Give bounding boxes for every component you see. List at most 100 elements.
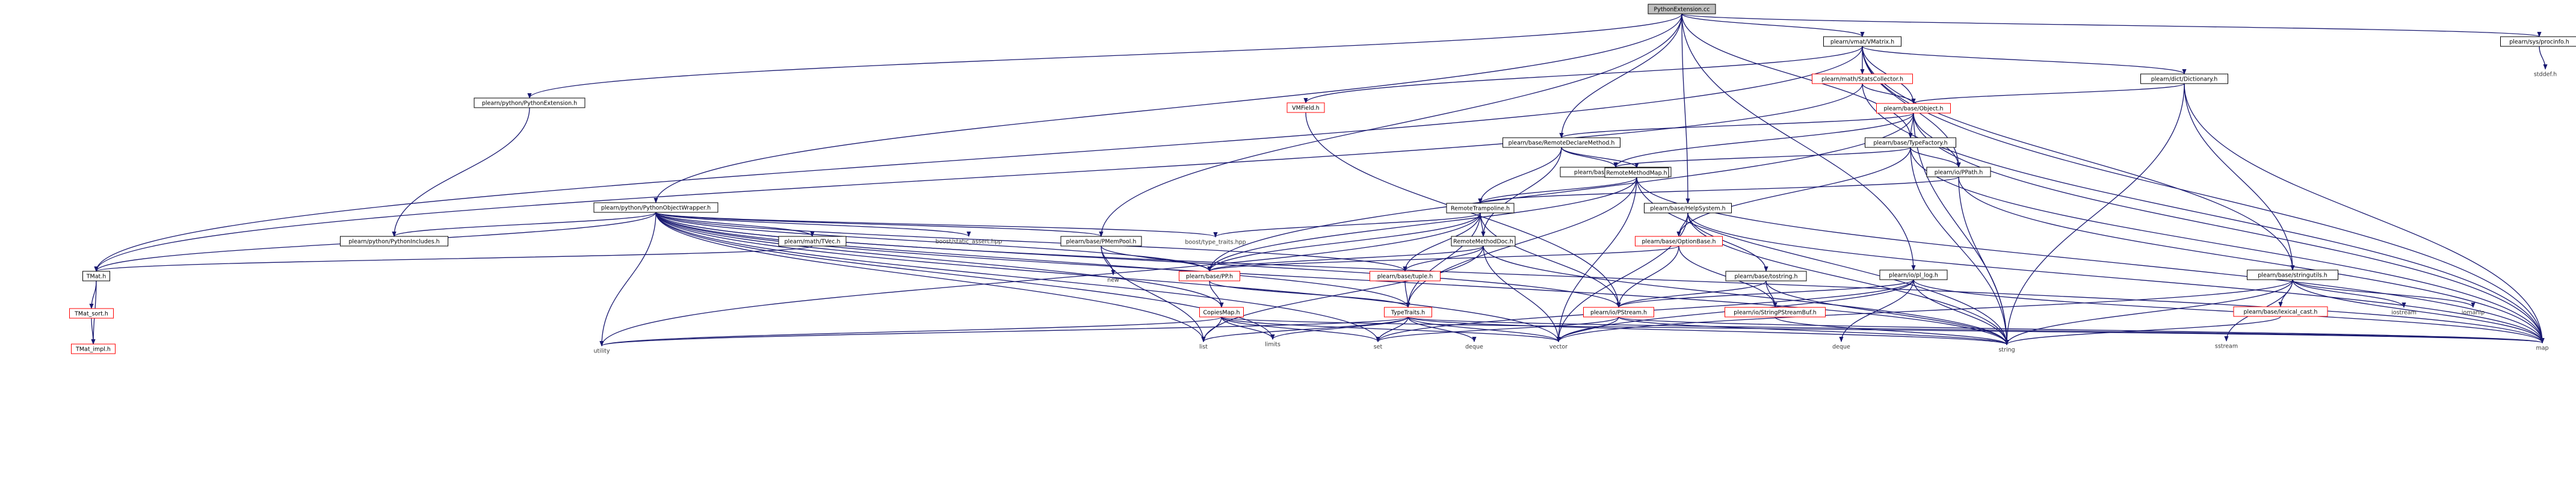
node-box xyxy=(1648,4,1716,14)
edge-root-to-pow xyxy=(653,13,1682,203)
node-box xyxy=(1926,167,1991,177)
node-box xyxy=(1451,236,1516,247)
node-typefactory[interactable]: plearn/base/TypeFactory.h xyxy=(1865,137,1956,148)
node-label: plearn/base/PP.h xyxy=(1186,273,1233,280)
edge-pow-to-tvec xyxy=(655,212,815,237)
node-copiesmap[interactable]: CopiesMap.h xyxy=(1199,307,1244,318)
edge-rmm-to-rtramp xyxy=(1478,177,1637,204)
node-label: TMat.h xyxy=(86,273,107,280)
edge-ppath-to-rtramp xyxy=(1478,176,1959,204)
node-optbase[interactable]: plearn/base/OptionBase.h xyxy=(1635,236,1723,247)
edge-statscol-to-map xyxy=(1862,83,2545,343)
edge-pow-to-vector xyxy=(655,212,1561,342)
node-ppath[interactable]: plearn/io/PPath.h xyxy=(1926,167,1991,177)
edge-pow-to-utility xyxy=(599,212,656,346)
node-label: boost/type_traits.hpp xyxy=(1185,239,1246,245)
node-label: plearn/io/PStream.h xyxy=(1590,309,1647,316)
edge-help-to-tostring xyxy=(1687,212,1768,272)
edge-stringutil-to-string xyxy=(2004,279,2293,345)
edge-stringutil-to-iostream xyxy=(2292,279,2406,308)
node-tmatsort[interactable]: TMat_sort.h xyxy=(69,308,114,319)
edge-copiesmap-to-utility xyxy=(599,316,1222,346)
node-rtramp[interactable]: RemoteTrampoline.h xyxy=(1446,203,1515,214)
edge-copiesmap-to-vector xyxy=(1221,316,1561,342)
edge-rmdoc-to-string xyxy=(1483,245,2009,345)
node-box xyxy=(1286,102,1325,113)
node-pyext[interactable]: plearn/python/PythonExtension.h xyxy=(474,97,585,108)
node-procinfo[interactable]: plearn/sys/procinfo.h xyxy=(2500,36,2576,47)
edge-pstrbuf-to-string xyxy=(1774,316,2009,345)
node-label: PythonExtension.cc xyxy=(1654,6,1710,13)
node-box xyxy=(778,236,847,247)
node-rmdoc[interactable]: RemoteMethodDoc.h xyxy=(1451,236,1516,247)
node-tmat[interactable]: TMat.h xyxy=(82,271,110,281)
edge-rmdoc-to-vector xyxy=(1483,245,1561,342)
edge-help-to-vector xyxy=(1556,212,1688,342)
node-box xyxy=(1446,203,1515,214)
edge-pllog-to-string xyxy=(1913,279,2009,345)
node-lexcast[interactable]: plearn/base/lexical_cast.h xyxy=(2233,306,2328,317)
node-tmatimpl[interactable]: TMat_impl.h xyxy=(71,343,116,354)
node-dict[interactable]: plearn/dict/Dictionary.h xyxy=(2140,73,2228,84)
edge-root-to-pllog xyxy=(1681,13,1916,271)
node-box xyxy=(1725,307,1826,318)
node-tvec[interactable]: plearn/math/TVec.h xyxy=(778,236,847,247)
node-label: string xyxy=(1998,346,2015,353)
edge-vmat-to-stringutil xyxy=(1862,46,2295,271)
node-label: plearn/base/HelpSystem.h xyxy=(1650,205,1725,212)
node-tuple[interactable]: plearn/base/tuple.h xyxy=(1370,271,1441,281)
node-vmfield[interactable]: VMField.h xyxy=(1286,102,1325,113)
node-box xyxy=(69,308,114,319)
edge-pow-to-pmempool xyxy=(655,212,1104,237)
node-utility: utility xyxy=(593,348,610,354)
node-vmat[interactable]: plearn/vmat/VMatrix.h xyxy=(1823,36,1901,47)
edge-root-to-vmat xyxy=(1681,13,1865,37)
edge-root-to-rdm xyxy=(1559,13,1682,138)
node-rdm[interactable]: plearn/base/RemoteDeclareMethod.h xyxy=(1503,137,1620,148)
node-limits: limits xyxy=(1265,341,1280,348)
node-label: plearn/python/PythonObjectWrapper.h xyxy=(601,205,711,211)
node-pllog[interactable]: plearn/io/pl_log.h xyxy=(1879,269,1948,280)
edge-dict-to-string xyxy=(2004,83,2185,345)
edge-dict-to-object xyxy=(1911,83,2185,104)
node-object[interactable]: plearn/base/Object.h xyxy=(1876,103,1951,114)
edge-vmat-to-map xyxy=(1862,46,2545,343)
node-label: RemoteMethodDoc.h xyxy=(1453,238,1513,245)
node-string: string xyxy=(1998,346,2015,353)
edge-rtramp-to-pstream xyxy=(1480,212,1621,308)
node-dequeh: deque xyxy=(1832,343,1850,350)
node-label: plearn/dict/Dictionary.h xyxy=(2151,76,2218,82)
node-label: CopiesMap.h xyxy=(1203,309,1240,316)
edge-layer xyxy=(89,13,2548,346)
edge-object-to-rdm xyxy=(1559,112,1914,138)
edge-pow-to-string xyxy=(655,212,2009,345)
node-tostring[interactable]: plearn/base/tostring.h xyxy=(1725,271,1807,281)
edge-typetraits-to-map xyxy=(1407,316,2544,343)
node-label: RemoteMethodMap.h xyxy=(1606,170,1667,176)
edge-pow-to-list xyxy=(655,212,1206,342)
edge-pllog-to-pstream xyxy=(1616,279,1914,308)
node-pyinc[interactable]: plearn/python/PythonIncludes.h xyxy=(340,236,448,247)
node-rmm[interactable]: RemoteMethodMap.h xyxy=(1604,167,1669,178)
node-pow[interactable]: plearn/python/PythonObjectWrapper.h xyxy=(593,202,718,213)
node-statscol[interactable]: plearn/math/StatsCollector.h xyxy=(1812,73,1913,84)
node-help[interactable]: plearn/base/HelpSystem.h xyxy=(1644,203,1732,214)
node-set: set xyxy=(1374,343,1383,350)
edge-rdm-to-rmm xyxy=(1561,147,1639,168)
edge-stringutil-to-vector xyxy=(1556,279,2293,342)
edge-tostring-to-pstrbuf xyxy=(1765,280,1778,308)
edge-procinfo-to-stddef xyxy=(2539,46,2548,70)
node-root[interactable]: PythonExtension.cc xyxy=(1648,4,1716,14)
edge-pstream-to-map xyxy=(1618,316,2544,343)
node-pstrbuf[interactable]: plearn/io/StringPStreamBuf.h xyxy=(1725,307,1826,318)
node-label: boost/static_assert.hpp xyxy=(936,238,1002,245)
node-stringutil[interactable]: plearn/base/stringutils.h xyxy=(2247,269,2338,280)
node-pstream[interactable]: plearn/io/PStream.h xyxy=(1583,307,1654,318)
edge-object-to-string xyxy=(1913,112,2009,345)
edge-tvec-to-tmat xyxy=(94,245,813,272)
node-pp[interactable]: plearn/base/PP.h xyxy=(1179,271,1240,281)
node-typetraits[interactable]: TypeTraits.h xyxy=(1384,307,1432,318)
node-pmempool[interactable]: plearn/base/PMemPool.h xyxy=(1060,236,1142,247)
node-label: plearn/io/StringPStreamBuf.h xyxy=(1734,309,1817,316)
